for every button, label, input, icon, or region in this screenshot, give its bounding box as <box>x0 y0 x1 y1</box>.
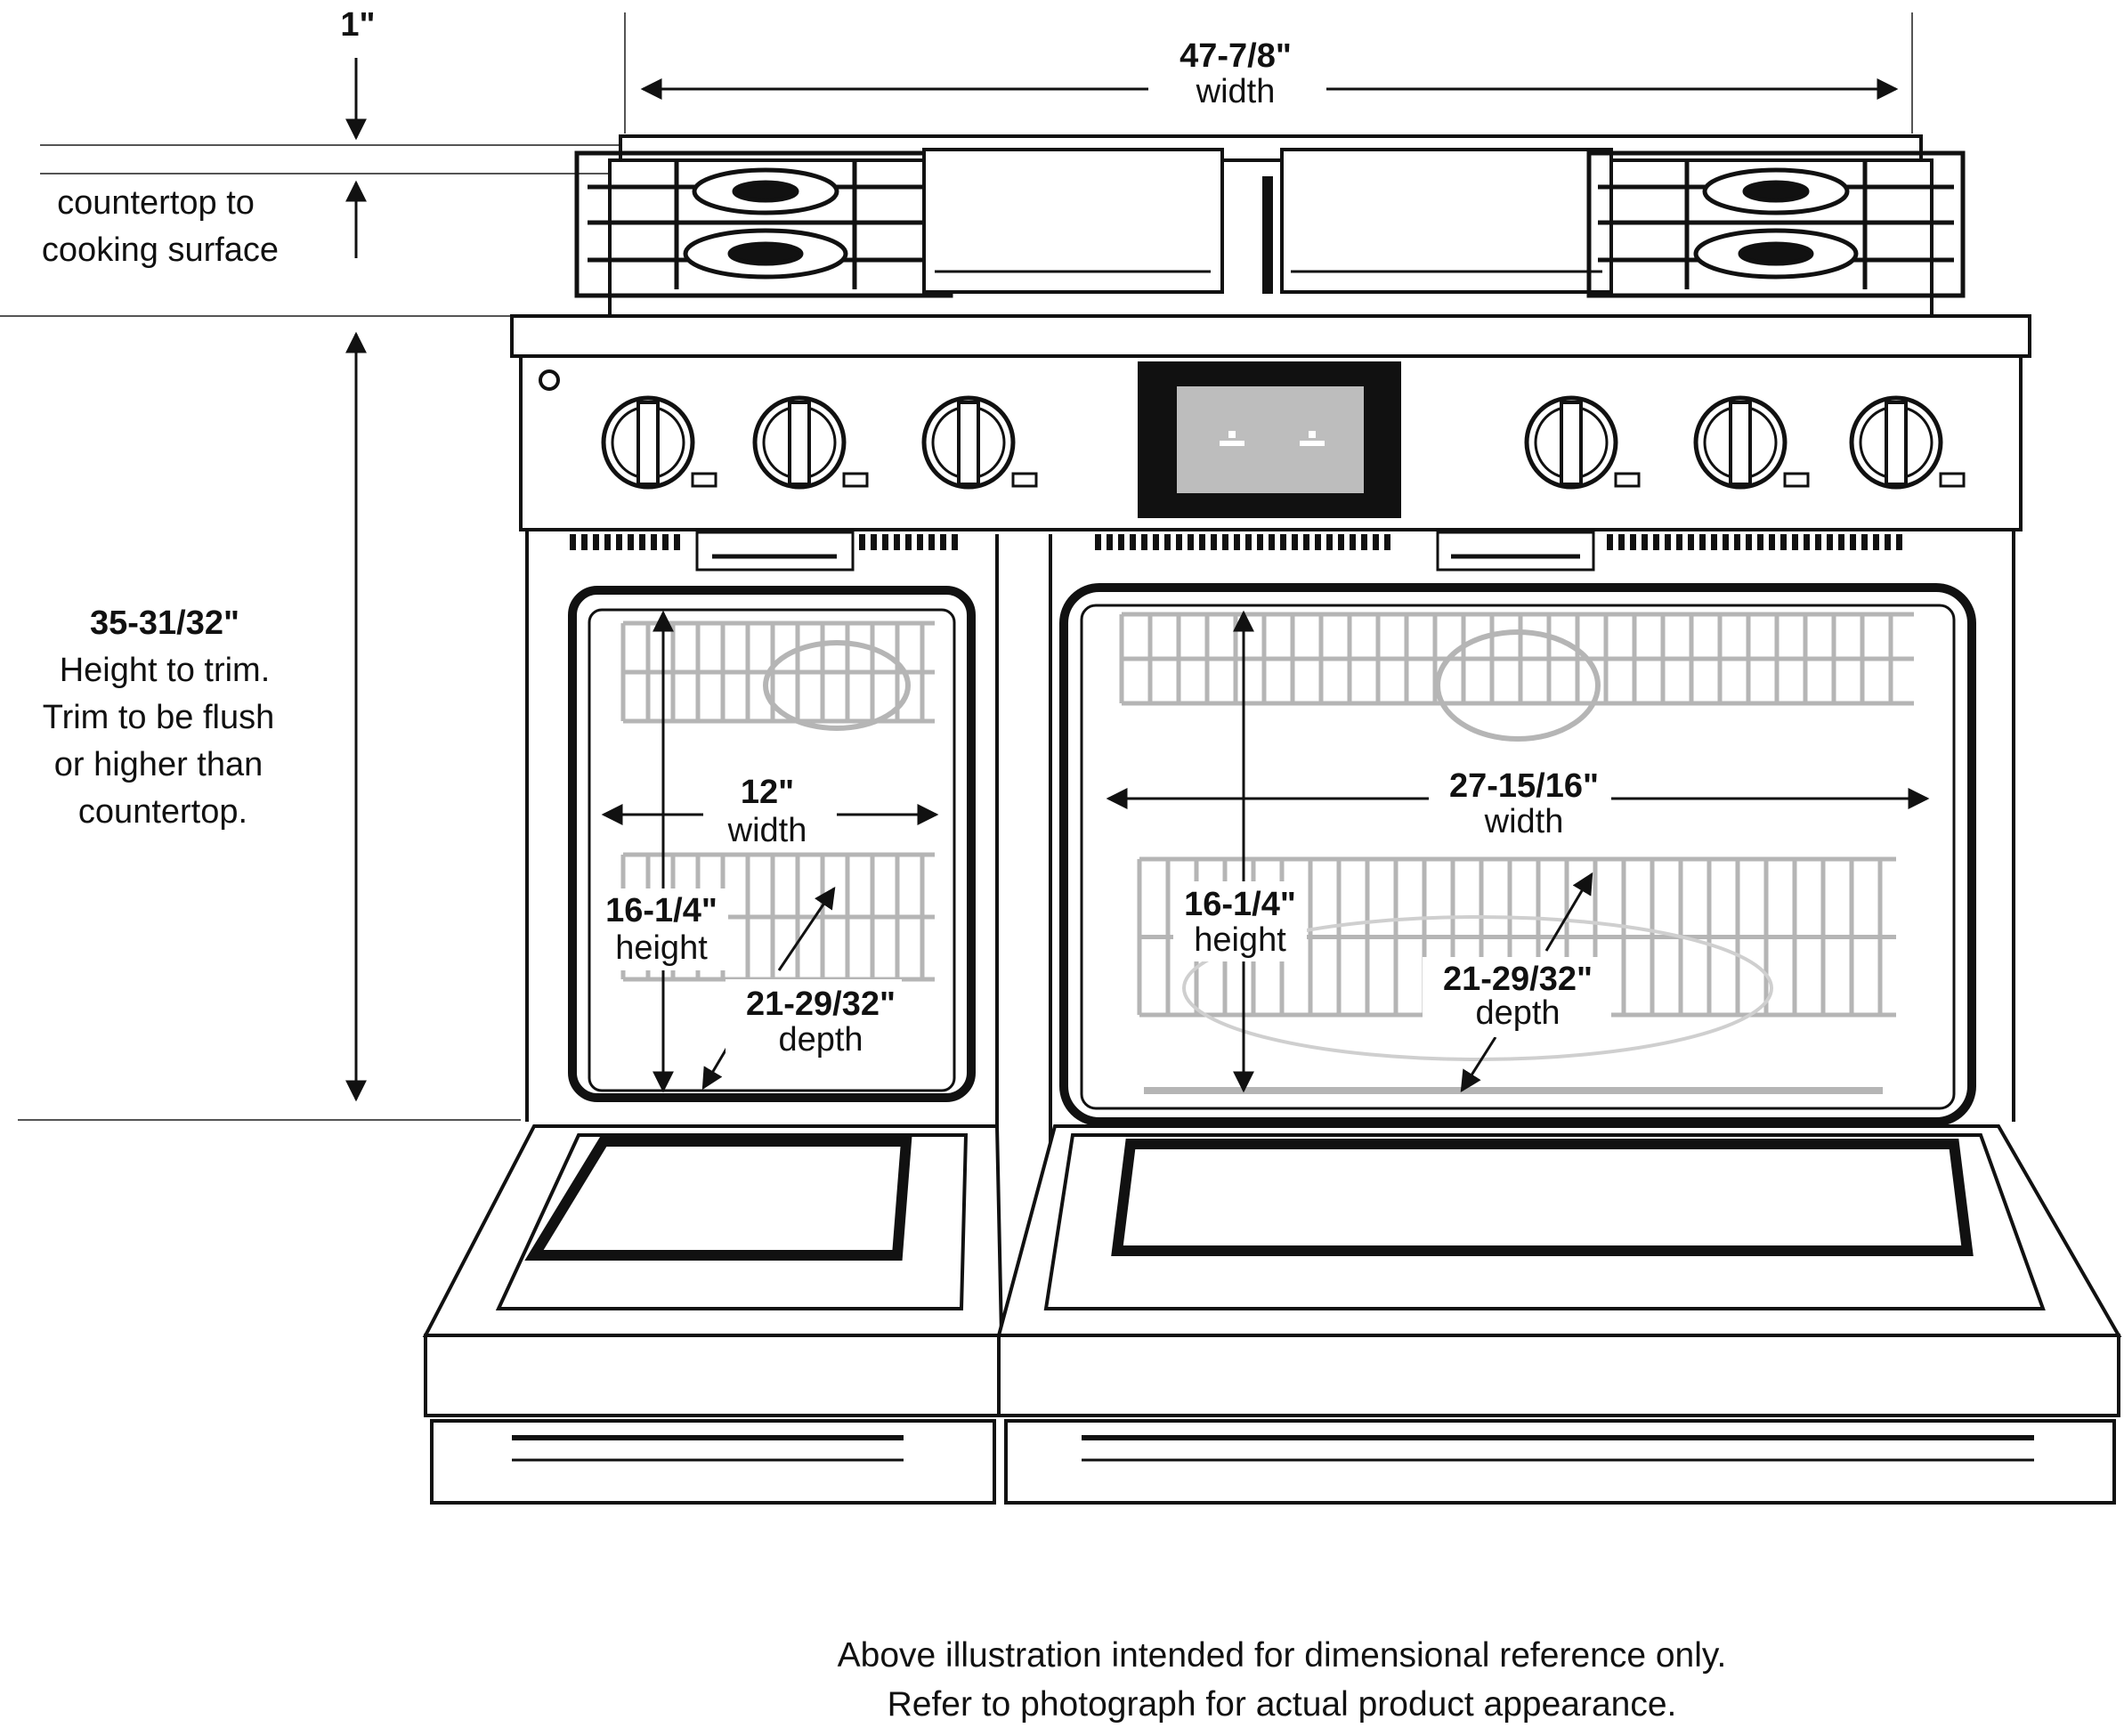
right-burner-grates <box>1586 150 1966 298</box>
large-oven-depth-value: 21-29/32" <box>1443 961 1593 998</box>
knob-indicator-icon <box>691 472 717 488</box>
small-oven-width-label: width <box>727 812 807 849</box>
knob-indicator-icon <box>1614 472 1641 488</box>
knob-indicator-icon <box>1011 472 1038 488</box>
control-panel <box>519 354 2023 531</box>
knob-indicator-icon <box>1939 472 1966 488</box>
large-oven-depth-arrow-up <box>1544 872 1593 952</box>
overall-width-value: 47-7/8" <box>1180 37 1292 75</box>
top-offset-value: 1" <box>340 6 375 44</box>
small-oven-width-value: 12" <box>741 774 794 811</box>
control-knob <box>601 395 717 490</box>
height-to-trim-line4: countertop. <box>78 793 247 831</box>
large-oven-depth-arrow-down <box>1460 1036 1497 1093</box>
left-griddle-plate <box>922 148 1224 294</box>
overall-width-label: width <box>1196 73 1276 110</box>
cooktop-front-edge <box>510 314 2031 358</box>
footnote-line2: Refer to photograph for actual product a… <box>888 1685 1677 1724</box>
touch-display-screen <box>1177 386 1364 493</box>
small-oven-height-label: height <box>615 929 708 967</box>
control-knob <box>921 395 1038 490</box>
door-latches <box>695 531 1595 572</box>
control-knob <box>752 395 869 490</box>
control-knob <box>1849 395 1966 490</box>
small-oven-depth-arrow-up <box>777 887 836 971</box>
small-oven-height-value: 16-1/4" <box>605 892 717 929</box>
cooktop <box>510 134 2031 358</box>
large-oven-width-value: 27-15/16" <box>1449 767 1599 805</box>
control-knob <box>1693 395 1810 490</box>
footnote-line1: Above illustration intended for dimensio… <box>838 1636 1727 1675</box>
large-oven-height-value: 16-1/4" <box>1184 886 1296 923</box>
left-burner-grates <box>574 150 953 298</box>
small-oven-fan <box>763 640 911 731</box>
height-to-trim-line3: or higher than <box>54 746 263 783</box>
griddle-divider <box>1262 176 1273 294</box>
large-oven-height-label: height <box>1194 921 1286 959</box>
height-to-trim-value: 35-31/32" <box>90 604 239 642</box>
large-oven-fan <box>1435 629 1601 742</box>
logo-mark <box>539 369 560 391</box>
countertop-gap-line1: countertop to <box>57 184 255 222</box>
control-knob <box>1524 395 1641 490</box>
label-backgrounds <box>596 761 1611 1059</box>
large-oven-door-open <box>996 1124 2122 1505</box>
knob-indicator-icon <box>842 472 869 488</box>
small-oven-door-open <box>422 1124 1004 1505</box>
right-griddle-plate <box>1280 148 1613 294</box>
height-to-trim-line1: Height to trim. <box>60 652 271 689</box>
large-oven-depth-label: depth <box>1475 994 1560 1032</box>
height-to-trim-line2: Trim to be flush <box>43 699 274 736</box>
knob-indicator-icon <box>1783 472 1810 488</box>
range-body <box>525 530 2015 1157</box>
reference-lines <box>0 12 1913 1121</box>
countertop-gap-line2: cooking surface <box>42 231 279 269</box>
large-oven-cavity <box>1059 583 1976 1126</box>
vent-row <box>570 534 1902 550</box>
large-oven-width-label: width <box>1484 803 1564 840</box>
small-oven-depth-label: depth <box>778 1021 863 1059</box>
small-oven-depth-value: 21-29/32" <box>746 986 896 1023</box>
